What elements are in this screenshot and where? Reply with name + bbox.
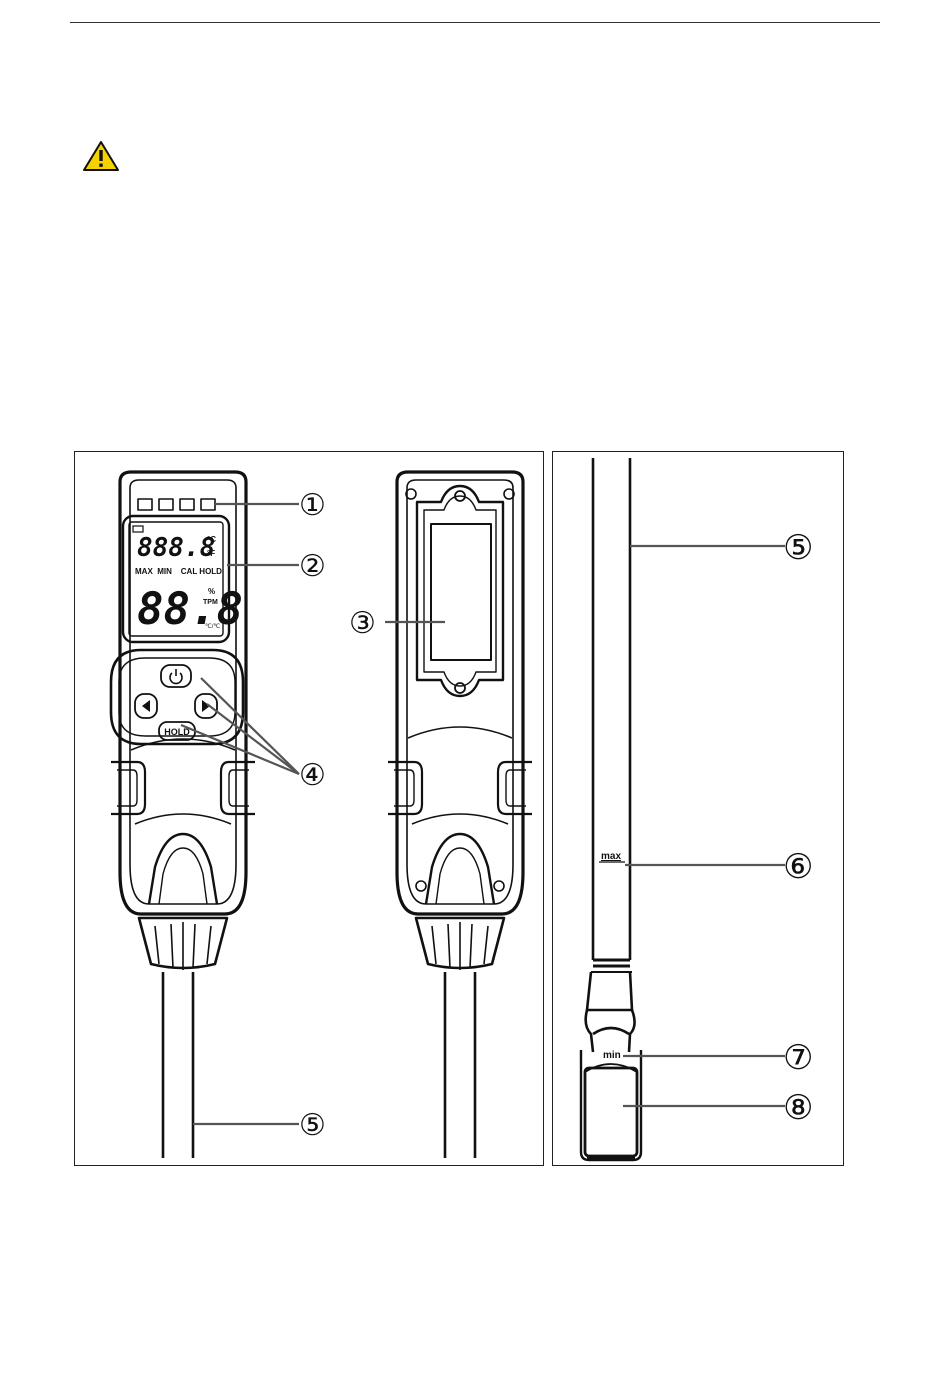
lcd-unit-percent: % [208,587,215,596]
lcd-unit-f: °F [207,549,215,558]
callouts-right: ⑤ ⑥ ⑦ ⑧ [783,529,813,1127]
max-fill-mark: max [601,851,621,862]
callout-4: ④ [299,759,326,792]
lcd-bottom-digits: 88.8 [137,584,243,635]
callout-5: ⑤ [299,1109,326,1142]
device-front-back-panel: 888.8 °C °F MAX MIN CAL HOLD 88.8 % TPM … [74,451,544,1166]
back-view [388,472,532,1158]
power-icon[interactable] [170,669,182,683]
probe-leader-lines [623,546,785,1106]
callout-6: ⑥ [783,848,813,886]
callout-7: ⑦ [783,1039,813,1077]
callout-8: ⑧ [783,1089,813,1127]
lcd-unit-c: °C [207,535,216,544]
probe-detail-panel: max min ⑤ ⑥ ⑦ ⑧ [552,451,844,1166]
lcd-unit-cal: ℃/℃ [205,624,220,630]
lcd-unit-tpm: TPM [203,599,218,606]
left-arrow-icon[interactable] [142,700,150,712]
callouts-left: ① ② ③ ④ ⑤ [299,489,376,1142]
warning-triangle-icon [82,140,120,172]
callout-2: ② [299,550,326,583]
header-rule [70,22,880,23]
lcd-mode-labels: MAX MIN CAL HOLD [135,567,222,576]
callout-1: ① [299,489,326,522]
callout-3: ③ [349,607,376,640]
battery-icon [133,526,143,532]
lcd-top-digits: 888.8 [137,533,215,563]
probe-diagram: max min ⑤ ⑥ ⑦ ⑧ [553,452,845,1167]
min-fill-mark: min [603,1050,621,1061]
callout-5-probe: ⑤ [783,529,813,567]
button-glyphs: HOLD [142,669,210,737]
lcd-display: 888.8 °C °F MAX MIN CAL HOLD 88.8 % TPM … [133,526,243,635]
hold-button-label[interactable]: HOLD [164,727,190,737]
device-diagram: 888.8 °C °F MAX MIN CAL HOLD 88.8 % TPM … [75,452,545,1167]
